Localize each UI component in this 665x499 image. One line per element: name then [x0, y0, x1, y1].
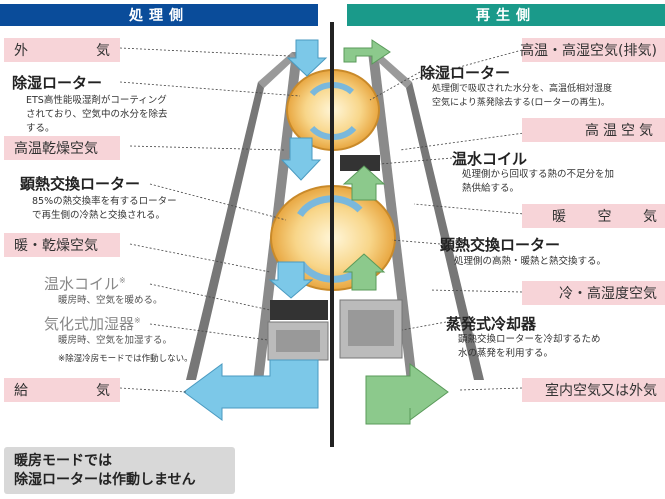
leader-coil-right: [379, 157, 453, 165]
label-cool-humid-air: 冷・高湿度空気: [522, 281, 665, 305]
label-hot-dry-air: 高温乾燥空気: [4, 136, 120, 160]
casing-left-outer: [186, 82, 264, 380]
coil-block-right: [340, 155, 380, 171]
casing-top-right: [374, 52, 412, 88]
desc-evap-cooler: 顕熱交換ローターを冷却するため 水の蒸発を利用する。: [458, 334, 601, 359]
arrow-process-mid-1: [280, 137, 322, 181]
leader-room-air: [459, 387, 523, 391]
title-dehum-rotor-left: 除湿ローター: [12, 74, 103, 92]
header-regeneration-side: 再生側: [347, 4, 665, 26]
note-humidifier: ※除湿冷房モードでは作動しない。: [58, 354, 193, 364]
title-sensible-rotor-left: 顕熱交換ローター: [20, 175, 141, 193]
leader-warm-dry: [129, 243, 271, 273]
leader-evap: [401, 321, 447, 331]
title-humidifier: 気化式加湿器※: [44, 315, 141, 333]
label-warm-dry-air: 暖・乾燥空気: [4, 233, 120, 257]
title-evap-cooler: 蒸発式冷却器: [446, 315, 537, 333]
leader-dehum-right: [369, 71, 421, 101]
desc-hot-water-coil-right: 処理側から回収する熱の不足分を加 熱供給する。: [462, 169, 615, 194]
arrow-room-air-in: [365, 363, 449, 425]
rotor-arrow-3: [297, 195, 363, 218]
arrow-supply-air-out: [183, 359, 319, 421]
title-dehum-rotor-right: 除湿ローター: [420, 64, 511, 82]
arrow-process-mid-2: [268, 261, 314, 299]
casing-right-wall: [368, 52, 418, 390]
arrow-exhaust-out: [343, 39, 391, 65]
title-sensible-rotor-right: 顕熱交換ローター: [440, 236, 561, 254]
leader-outside-air: [119, 47, 291, 57]
leader-supply: [119, 387, 187, 393]
label-room-or-outside-air: 室内空気又は外気: [522, 378, 665, 402]
arrow-regen-mid-1: [342, 253, 386, 291]
label-exhaust-air: 高温・高湿空気(排気): [520, 38, 665, 62]
desc-dehum-rotor-left: ETS高性能吸湿剤がコーティング されており、空気中の水分を除去 する。: [26, 95, 168, 134]
desc-dehum-rotor-right: 処理側で吸収された水分を、高温低相対湿度 空気により蒸発除去する(ローターの再生…: [432, 84, 613, 108]
desc-sensible-rotor-left: 85%の熱交換率を有するローター で再生側の冷熱と交換される。: [32, 196, 177, 221]
desc-sensible-rotor-right: 処理側の高熱・暖熱と熱交換する。: [454, 256, 607, 267]
label-supply-air: 給気: [4, 378, 120, 402]
leader-hot-air: [399, 129, 547, 151]
leader-hot-dry: [129, 145, 285, 151]
arrow-outside-air-in: [286, 39, 328, 77]
desc-hot-water-coil-left: 暖房時、空気を暖める。: [58, 295, 163, 306]
coil-block-left: [270, 300, 328, 320]
winter-mode-note: 暖房モードでは 除湿ローターは作動しません: [4, 447, 235, 494]
title-hot-water-coil-left: 温水コイル※: [44, 275, 126, 293]
header-process-side: 処理側: [0, 4, 318, 26]
casing-right-outer: [406, 82, 484, 380]
center-divider: [330, 22, 334, 447]
leader-exhaust: [411, 49, 523, 81]
label-hot-air: 高温空気: [522, 118, 665, 142]
leader-sensible-left: [149, 183, 287, 221]
leader-coil-left: [149, 283, 271, 311]
arrow-regen-mid-2: [342, 165, 386, 201]
label-warm-air: 暖空気: [522, 204, 665, 228]
leader-sensible-right: [391, 239, 441, 245]
title-hot-water-coil-right: 温水コイル: [452, 150, 528, 168]
leader-cool-humid: [429, 289, 523, 293]
label-outside-air: 外気: [4, 38, 120, 62]
desc-humidifier: 暖房時、空気を加湿する。: [58, 335, 173, 346]
casing-top-left: [258, 52, 296, 88]
